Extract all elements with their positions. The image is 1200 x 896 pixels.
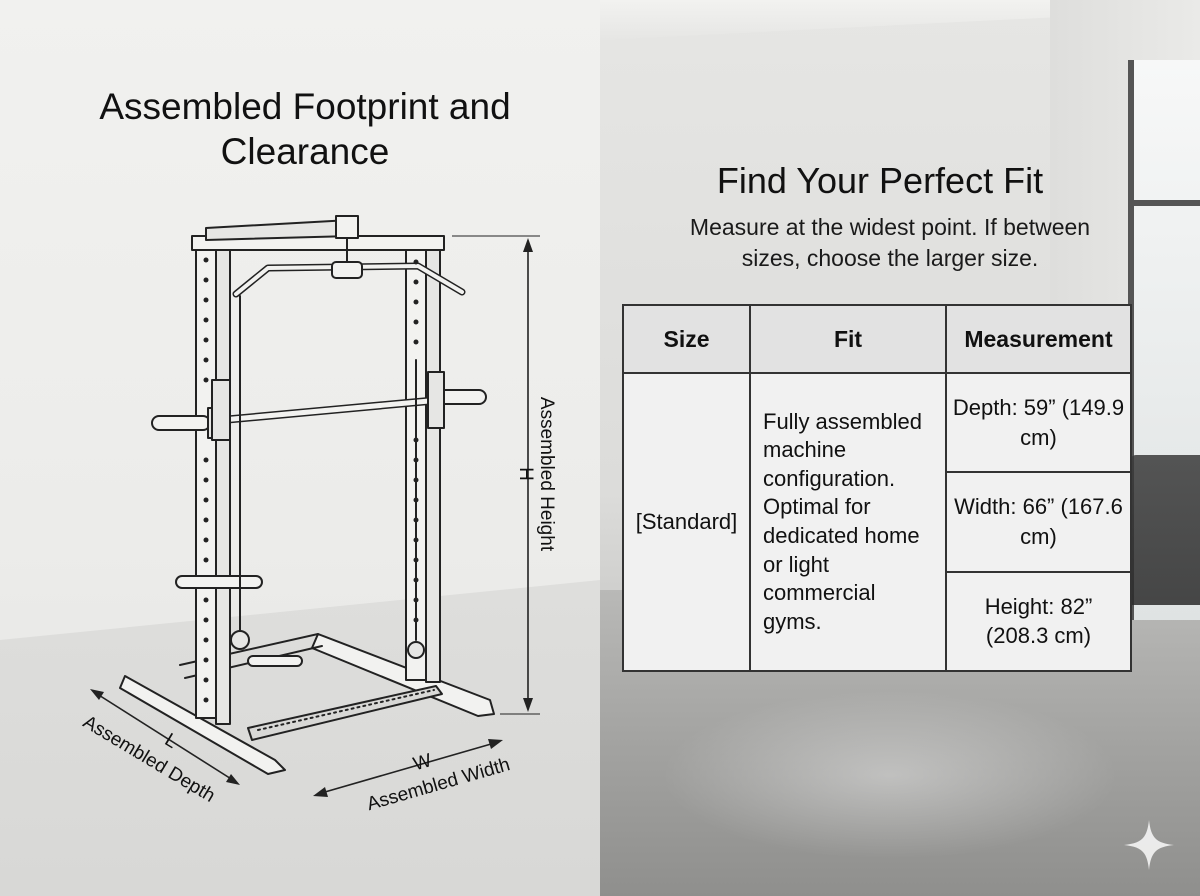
upright-holes xyxy=(203,257,419,703)
window-mullion xyxy=(1128,200,1200,206)
weight-horn xyxy=(175,575,263,589)
table-row: [Standard] Fully assembled machine confi… xyxy=(622,371,1132,672)
size-table: Size Fit Measurement [Standard] Fully as… xyxy=(622,304,1132,673)
header-size: Size xyxy=(622,304,751,374)
lat-bar xyxy=(232,237,466,298)
width-letter: W xyxy=(411,750,434,775)
sizing-subtitle: Measure at the widest point. If between … xyxy=(689,214,1091,272)
header-measurement: Measurement xyxy=(945,304,1132,374)
floor-reflection xyxy=(660,690,1120,860)
measurement-height: Height: 82” (208.3 cm) xyxy=(945,570,1132,673)
front-upright-left xyxy=(195,239,231,725)
rack-base xyxy=(119,633,495,775)
sparkle-icon xyxy=(1124,820,1174,870)
rack-diagram: H Assembled Height L Assembled Depth W A… xyxy=(79,215,557,815)
height-dimension-line xyxy=(452,235,540,715)
cable-pulley xyxy=(230,295,425,667)
diagram-panel: Assembled Footprint and Clearance xyxy=(0,0,600,896)
measurement-width: Width: 66” (167.6 cm) xyxy=(945,471,1132,573)
floor-background xyxy=(0,580,600,896)
table-row: Height: 82” (208.3 cm) xyxy=(623,570,1132,673)
size-cell: [Standard] xyxy=(622,372,751,672)
height-letter: H xyxy=(515,467,536,481)
front-upright-right xyxy=(405,243,441,683)
diagram-title: Assembled Footprint and Clearance xyxy=(99,86,511,173)
depth-letter: L xyxy=(161,730,181,753)
measurement-depth: Depth: 59” (149.9 cm) xyxy=(945,371,1132,474)
table-header-row: Size Fit Measurement xyxy=(622,304,1132,374)
top-crossmember xyxy=(191,215,445,251)
table-row: Width: 66” (167.6 cm) xyxy=(623,471,1132,573)
width-label: Assembled Width xyxy=(365,754,513,815)
sizing-heading: Find Your Perfect Fit xyxy=(716,160,1044,201)
fit-cell: Fully assembled machine configuration. O… xyxy=(749,372,947,672)
dumbbell-rack-background xyxy=(1130,455,1200,605)
barbell xyxy=(151,371,487,441)
height-label: Assembled Height xyxy=(536,397,557,552)
width-dimension-line xyxy=(313,739,503,797)
sizing-panel: Find Your Perfect Fit Measure at the wid… xyxy=(600,0,1200,896)
header-fit: Fit xyxy=(749,304,947,374)
depth-dimension-line xyxy=(90,689,240,785)
